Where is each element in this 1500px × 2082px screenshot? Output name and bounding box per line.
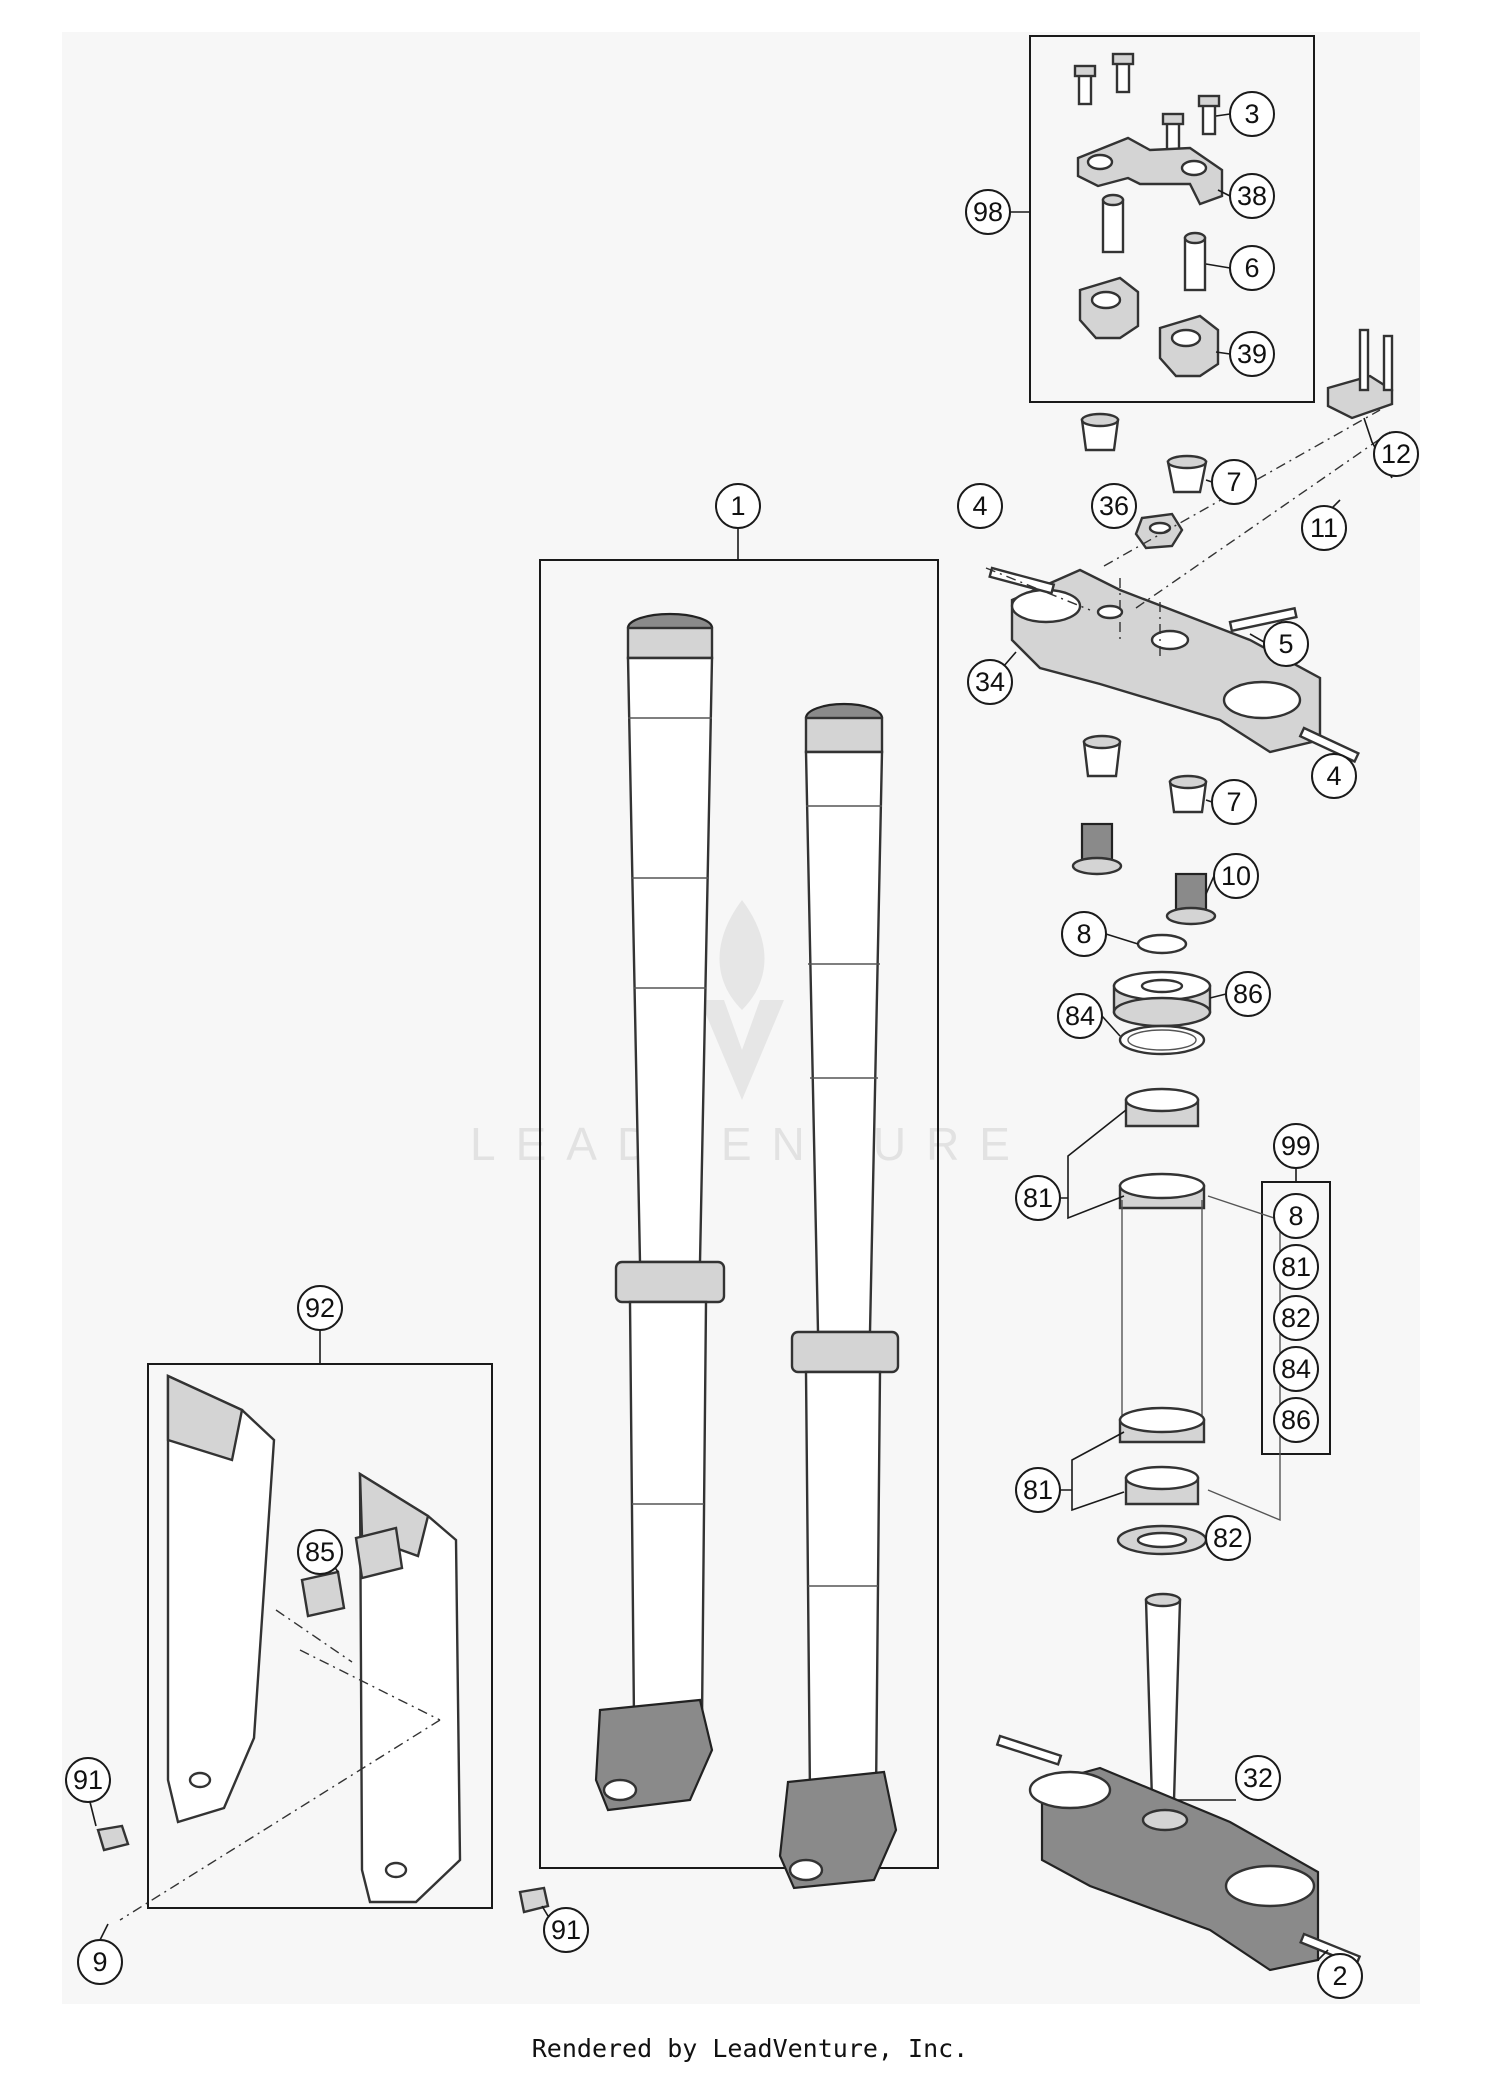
callout-2: 2 (1317, 1953, 1363, 1999)
callout-91-right: 91 (543, 1907, 589, 1953)
callout-12: 12 (1373, 431, 1419, 477)
svg-text:3: 3 (1244, 99, 1259, 129)
callout-82: 82 (1205, 1515, 1251, 1561)
svg-text:85: 85 (305, 1537, 335, 1567)
callout-11: 11 (1301, 505, 1347, 551)
svg-text:91: 91 (73, 1765, 103, 1795)
footer-credit: Rendered by LeadVenture, Inc. (531, 2034, 969, 2063)
watermark: LEADVENTURE (470, 900, 1030, 1170)
svg-text:92: 92 (305, 1293, 335, 1323)
callout-98: 98 (965, 189, 1011, 235)
callout-92: 92 (297, 1285, 343, 1331)
svg-text:86: 86 (1233, 979, 1263, 1009)
callout-81-top: 81 (1015, 1175, 1061, 1221)
callout-6: 6 (1229, 245, 1275, 291)
svg-text:82: 82 (1213, 1523, 1243, 1553)
svg-text:36: 36 (1099, 491, 1129, 521)
watermark-text: LEADVENTURE (470, 1118, 1030, 1170)
kit-99-item-81: 81 (1273, 1244, 1319, 1290)
exploded-parts-diagram: LEADVENTURE (65, 35, 1419, 1999)
svg-text:38: 38 (1237, 181, 1267, 211)
callout-8: 8 (1061, 911, 1107, 957)
svg-text:8: 8 (1076, 919, 1091, 949)
svg-text:7: 7 (1226, 467, 1241, 497)
kit-98-box (1029, 35, 1315, 403)
svg-text:32: 32 (1243, 1763, 1273, 1793)
handlebar-clamp-parts (1073, 52, 1224, 378)
svg-text:39: 39 (1237, 339, 1267, 369)
svg-text:91: 91 (551, 1915, 581, 1945)
callout-84: 84 (1057, 993, 1103, 1039)
svg-text:99: 99 (1281, 1131, 1311, 1161)
steering-bearing-parts (1112, 933, 1281, 1556)
callout-39: 39 (1229, 331, 1275, 377)
svg-text:5: 5 (1278, 629, 1293, 659)
callout-99: 99 (1273, 1123, 1319, 1169)
lower-triple-clamp-parts (995, 1592, 1362, 1972)
svg-text:81: 81 (1023, 1475, 1053, 1505)
callout-4-right: 4 (1311, 753, 1357, 799)
fork-guards (96, 1374, 550, 1921)
callout-86: 86 (1225, 971, 1271, 1017)
callout-36: 36 (1091, 483, 1137, 529)
svg-text:82: 82 (1281, 1303, 1311, 1333)
callout-38: 38 (1229, 173, 1275, 219)
upper-triple-clamp-parts (985, 328, 1394, 926)
callout-3: 3 (1229, 91, 1275, 137)
svg-text:7: 7 (1226, 787, 1241, 817)
callout-7-top: 7 (1211, 459, 1257, 505)
fork-legs (594, 612, 900, 1890)
kit-99-item-84: 84 (1273, 1346, 1319, 1392)
callout-1: 1 (715, 483, 761, 529)
svg-text:86: 86 (1281, 1405, 1311, 1435)
callout-4-left: 4 (957, 483, 1003, 529)
svg-text:81: 81 (1281, 1252, 1311, 1282)
svg-text:84: 84 (1281, 1354, 1311, 1384)
kit-99-item-86: 86 (1273, 1397, 1319, 1443)
callout-7-bottom: 7 (1211, 779, 1257, 825)
callout-85: 85 (297, 1529, 343, 1575)
kit-99-item-82: 82 (1273, 1295, 1319, 1341)
svg-text:6: 6 (1244, 253, 1259, 283)
callout-81-bottom: 81 (1015, 1467, 1061, 1513)
svg-text:4: 4 (972, 491, 987, 521)
svg-text:81: 81 (1023, 1183, 1053, 1213)
callout-10: 10 (1213, 853, 1259, 899)
callout-32: 32 (1235, 1755, 1281, 1801)
svg-text:34: 34 (975, 667, 1005, 697)
svg-text:1: 1 (730, 491, 745, 521)
callout-34: 34 (967, 659, 1013, 705)
svg-text:8: 8 (1288, 1201, 1303, 1231)
fork-assembly-box (539, 559, 939, 1869)
svg-text:98: 98 (973, 197, 1003, 227)
callout-9: 9 (77, 1939, 123, 1985)
svg-text:12: 12 (1381, 439, 1411, 469)
svg-text:11: 11 (1310, 513, 1338, 543)
svg-text:10: 10 (1221, 861, 1251, 891)
svg-text:84: 84 (1065, 1001, 1095, 1031)
svg-text:4: 4 (1326, 761, 1341, 791)
callout-5: 5 (1263, 621, 1309, 667)
svg-text:9: 9 (92, 1947, 107, 1977)
callout-91-left: 91 (65, 1757, 111, 1803)
svg-text:2: 2 (1332, 1961, 1347, 1991)
kit-99-item-8: 8 (1273, 1193, 1319, 1239)
